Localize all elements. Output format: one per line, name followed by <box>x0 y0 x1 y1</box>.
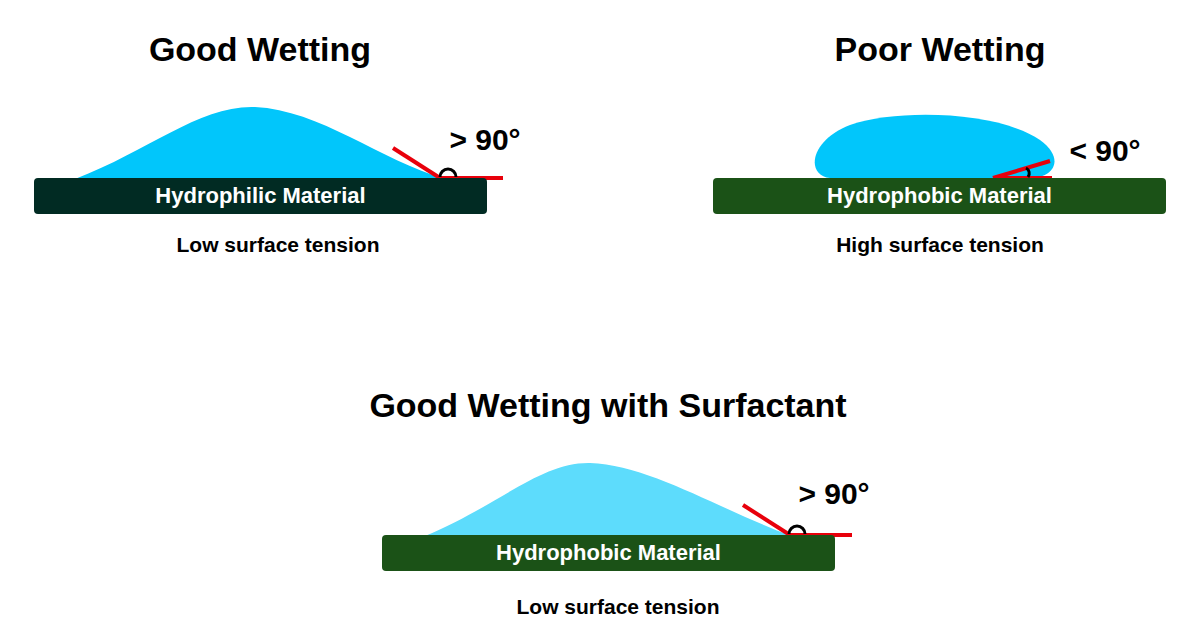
tangent-line <box>743 505 790 535</box>
material-label: Hydrophobic Material <box>827 183 1052 209</box>
material-bar: Hydrophilic Material <box>34 178 487 214</box>
caption-text: High surface tension <box>836 233 1044 257</box>
angle-label: > 90° <box>798 477 869 512</box>
angle-arc <box>440 169 456 177</box>
water-droplet <box>75 107 445 179</box>
caption-text: Low surface tension <box>176 233 379 257</box>
water-droplet <box>815 115 1055 178</box>
angle-arc <box>789 526 805 534</box>
material-label: Hydrophobic Material <box>496 540 721 566</box>
caption-text: Low surface tension <box>516 595 719 619</box>
angle-label: > 90° <box>449 123 520 158</box>
material-bar: Hydrophobic Material <box>382 535 835 571</box>
angle-arc <box>1026 168 1029 177</box>
tangent-line <box>393 148 440 178</box>
panel-heading: Poor Wetting <box>835 30 1046 69</box>
water-droplet <box>425 463 792 536</box>
angle-label: < 90° <box>1069 134 1140 169</box>
tangent-line <box>993 161 1050 178</box>
material-label: Hydrophilic Material <box>155 183 365 209</box>
material-bar: Hydrophobic Material <box>713 178 1166 214</box>
panel-heading: Good Wetting <box>149 30 371 69</box>
panel-heading: Good Wetting with Surfactant <box>369 386 846 425</box>
